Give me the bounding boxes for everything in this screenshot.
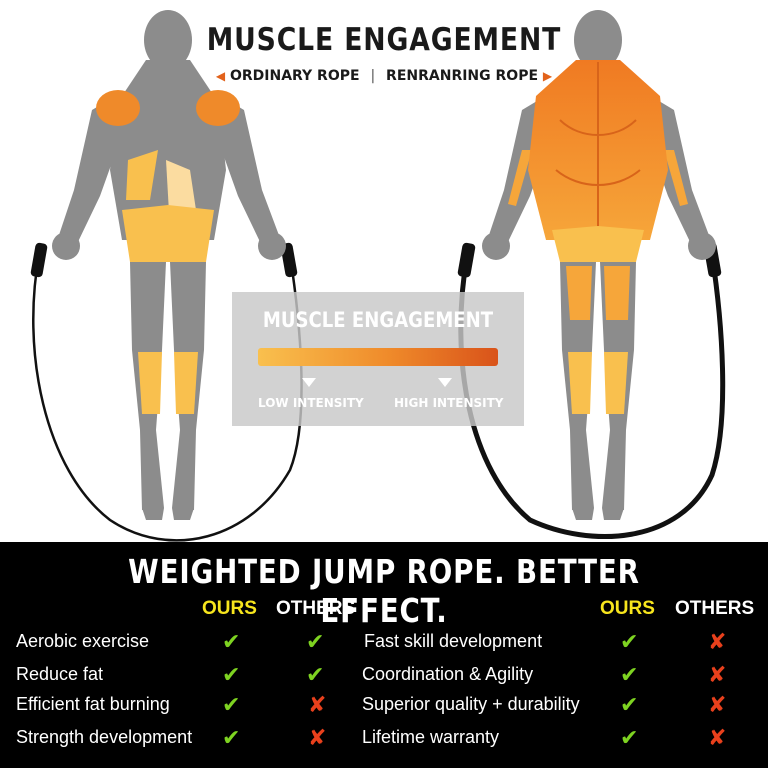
intensity-legend: MUSCLE ENGAGEMENT LOW INTENSITY HIGH INT… [232, 292, 524, 426]
ordinary-rope-label: ORDINARY ROPE [229, 68, 360, 84]
row-label: Fast skill development [364, 631, 543, 651]
row-label: Reduce fat [16, 664, 104, 684]
comparison-panel: WEIGHTED JUMP ROPE. BETTER EFFECT. OURS … [0, 542, 768, 768]
left-core [126, 150, 158, 200]
left-calf-l [138, 352, 162, 414]
low-marker-icon [302, 378, 316, 387]
row-label: Lifetime warranty [362, 727, 500, 747]
check-icon: ✔ [620, 663, 639, 688]
right-calf-r [604, 352, 628, 414]
row-label: Efficient fat burning [16, 694, 170, 714]
ours-header-right: OURS [600, 598, 655, 619]
left-arm-l [58, 98, 120, 246]
subtitle-row: ◀ ORDINARY ROPE | RENRANRING ROPE ▶ [0, 68, 768, 84]
right-arrow-icon: ▶ [542, 69, 553, 83]
check-icon: ✔ [620, 693, 639, 718]
row-label: Strength development [16, 727, 193, 747]
main-title: MUSCLE ENGAGEMENT [206, 22, 562, 58]
left-arm-r [218, 98, 280, 246]
intensity-gradient-bar [258, 348, 498, 366]
cross-icon: ✘ [708, 663, 727, 688]
high-intensity-label: HIGH INTENSITY [394, 396, 504, 410]
comparison-title: WEIGHTED JUMP ROPE. BETTER EFFECT. [128, 552, 640, 630]
others-header-left: OTHERS [276, 598, 356, 619]
renranring-rope-label: RENRANRING ROPE [386, 68, 539, 84]
legend-title: MUSCLE ENGAGEMENT [262, 308, 494, 332]
check-icon: ✔ [222, 663, 241, 688]
cross-icon: ✘ [708, 693, 727, 718]
row-label: Superior quality + durability [362, 694, 580, 714]
left-arrow-icon: ◀ [215, 69, 226, 83]
cross-icon: ✘ [308, 693, 327, 718]
left-deltoid-l [96, 90, 140, 126]
right-head [574, 10, 622, 70]
check-icon: ✔ [306, 630, 325, 655]
check-icon: ✔ [222, 726, 241, 751]
ours-header-left: OURS [202, 598, 257, 619]
row-label: Coordination & Agility [362, 664, 534, 684]
left-glutes [122, 205, 168, 262]
left-calf-r [174, 352, 198, 414]
cross-icon: ✘ [708, 630, 727, 655]
check-icon: ✔ [620, 726, 639, 751]
check-icon: ✔ [222, 693, 241, 718]
low-intensity-label: LOW INTENSITY [258, 396, 364, 410]
subtitle-separator: | [370, 68, 376, 84]
high-marker-icon [438, 378, 452, 387]
left-head [144, 10, 192, 70]
right-calf-l [568, 352, 592, 414]
right-glutes [552, 226, 598, 262]
cross-icon: ✘ [308, 726, 327, 751]
check-icon: ✔ [620, 630, 639, 655]
check-icon: ✔ [306, 663, 325, 688]
others-header-right: OTHERS [675, 598, 755, 619]
right-figure [457, 10, 726, 540]
check-icon: ✔ [222, 630, 241, 655]
left-figure [30, 10, 303, 542]
row-label: Aerobic exercise [16, 631, 150, 651]
cross-icon: ✘ [708, 726, 727, 751]
left-deltoid-r [196, 90, 240, 126]
left-handle-l [30, 242, 48, 278]
